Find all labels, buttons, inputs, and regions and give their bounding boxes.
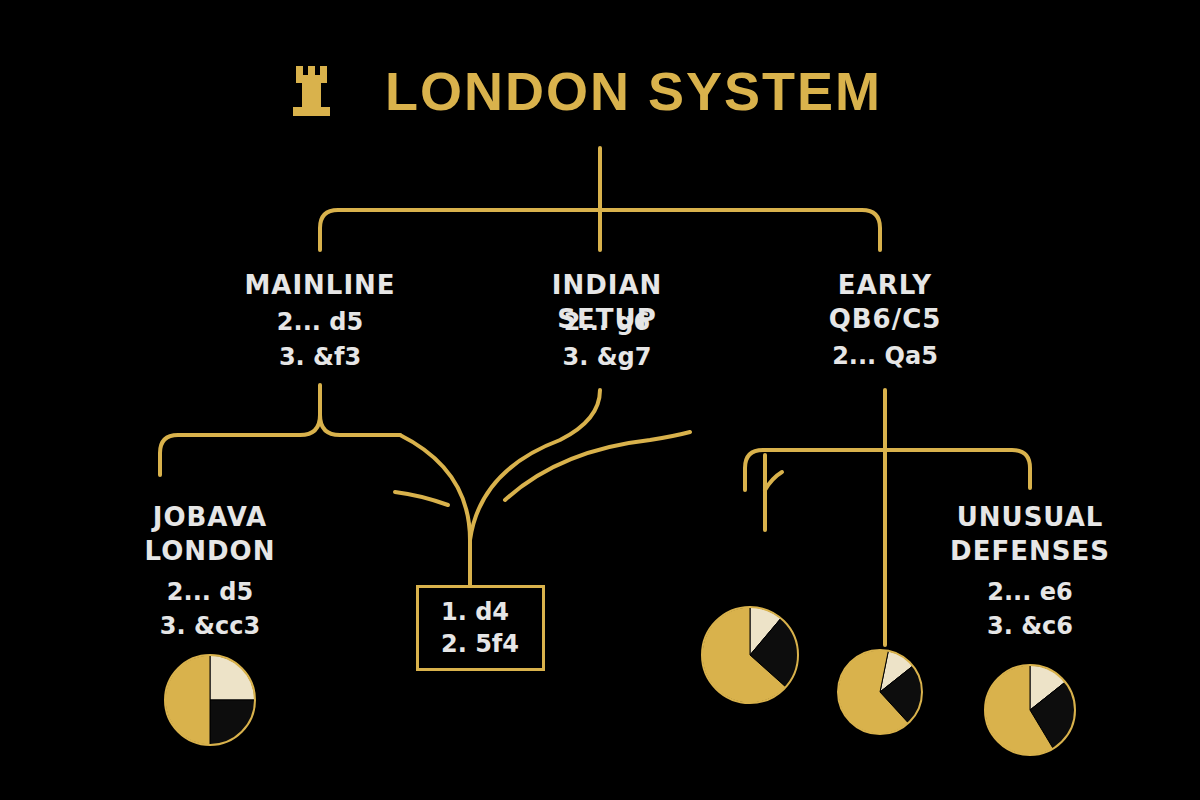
branch-heading: JOBAVA LONDON <box>145 500 276 568</box>
pie-slice <box>985 665 1053 755</box>
pie-chart <box>165 655 255 745</box>
branch-heading: EARLY QB6/C5 <box>829 268 942 336</box>
move-text: 2... g6 <box>564 308 650 337</box>
pie-slice <box>838 650 908 734</box>
branch-heading: MAINLINE <box>244 268 395 302</box>
trunk-mid <box>470 390 600 540</box>
pie-chart <box>702 607 798 703</box>
top-branch <box>320 210 880 250</box>
move-text: 3. &f3 <box>279 343 361 372</box>
move-text: 2. 5f4 <box>441 628 520 660</box>
pie-slice <box>165 655 210 745</box>
move-text: 3. &c6 <box>987 612 1073 641</box>
branch-heading: UNUSUAL DEFENSES <box>950 500 1110 568</box>
pie-charts <box>165 607 1075 755</box>
rook-icon <box>293 66 330 116</box>
root-line <box>598 148 602 210</box>
move-text: 2... Qa5 <box>832 342 938 371</box>
mid-branch <box>598 210 602 250</box>
trunk-twig <box>395 492 448 505</box>
left-branch <box>160 385 320 475</box>
move-text: 2... e6 <box>987 578 1072 607</box>
pie-chart <box>985 665 1075 755</box>
pie-outline <box>838 650 922 734</box>
early-line <box>883 390 887 645</box>
pie-outline <box>165 655 255 745</box>
stub-twig <box>765 472 782 490</box>
move-text: 1. d4 <box>441 596 520 628</box>
trunk-left <box>400 435 470 586</box>
stub-line <box>763 455 767 530</box>
move-text: 3. &cc3 <box>160 612 260 641</box>
move-text: 2... d5 <box>167 578 253 607</box>
tree-lines <box>160 148 1030 645</box>
move-text: 2... d5 <box>277 308 363 337</box>
pie-outline <box>985 665 1075 755</box>
title-text: LONDON SYSTEM <box>385 62 882 120</box>
start-box: 1. d42. 5f4 <box>416 585 545 671</box>
pie-chart <box>838 650 922 734</box>
trunk-right <box>505 432 690 500</box>
pie-outline <box>702 607 798 703</box>
right-branch <box>745 450 1030 490</box>
move-text: 3. &g7 <box>563 343 652 372</box>
left-join <box>320 415 400 435</box>
